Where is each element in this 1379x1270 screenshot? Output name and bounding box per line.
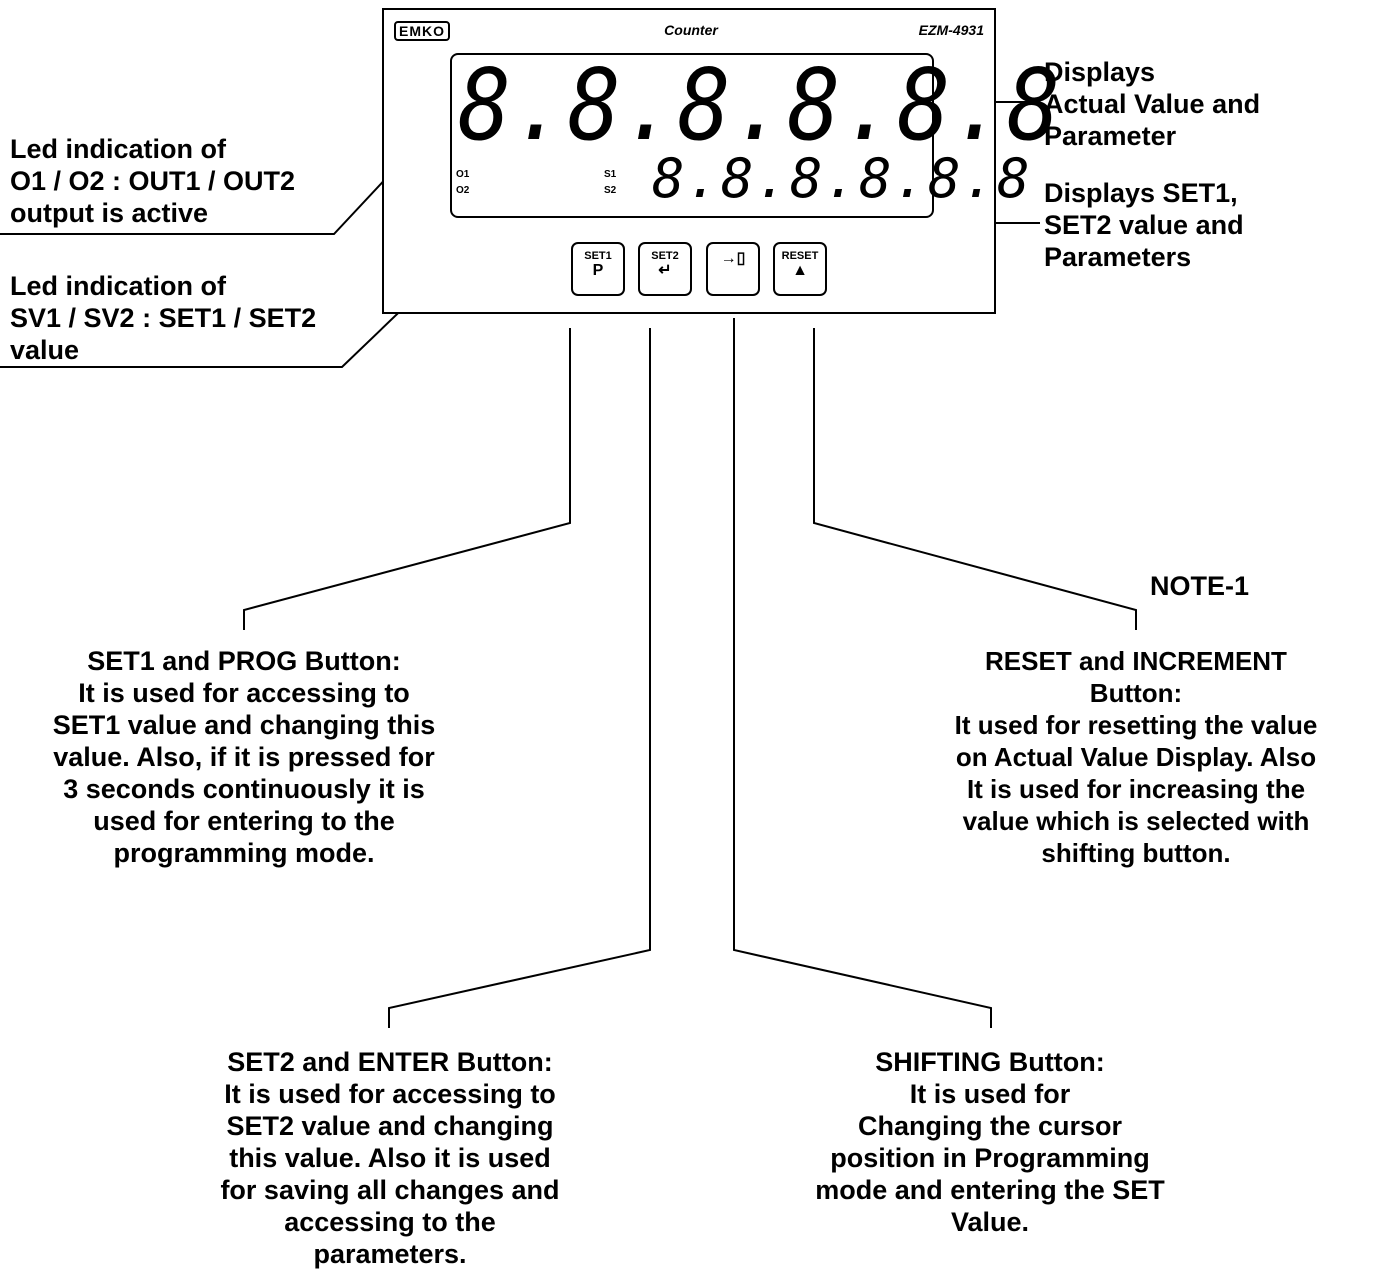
leader-set2	[388, 328, 651, 1028]
prog-button-label: P	[592, 262, 604, 279]
set2-enter-button[interactable]: SET2 ↵	[638, 242, 692, 296]
led-s1: S1	[604, 169, 617, 180]
set1-button-label: SET1	[584, 250, 612, 262]
leader-shift	[733, 318, 992, 1028]
main-display-label: Displays Actual Value and Parameter	[1044, 57, 1261, 151]
led-sv-label: Led indication of SV1 / SV2 : SET1 / SET…	[10, 271, 317, 365]
reset-description: RESET and INCREMENT Button: It used for …	[954, 646, 1318, 868]
set2-button-label: SET2	[651, 250, 679, 262]
leader-reset	[813, 328, 1137, 630]
device-model: EZM-4931	[918, 22, 984, 38]
sub-display-label: Displays SET1, SET2 value and Parameters	[1044, 178, 1244, 272]
leader-set1	[243, 328, 571, 630]
reset-button-label: RESET	[781, 250, 819, 262]
increment-icon: ▲	[792, 262, 808, 279]
sub-display: 8.8.8.8.8.8	[652, 147, 1032, 210]
shift-description: SHIFTING Button: It is used for Changing…	[815, 1047, 1165, 1237]
led-s2: S2	[604, 185, 617, 196]
set1-description: SET1 and PROG Button: It is used for acc…	[52, 646, 436, 868]
display-window: 8.8.8.8.8.8 O1 O2 S1 S2 8.8.8.8.8.8	[450, 49, 1060, 218]
led-o1: O1	[456, 169, 470, 180]
reset-increment-button[interactable]: RESET ▲	[773, 242, 827, 296]
note-label: NOTE-1	[1150, 571, 1250, 601]
shift-icon: →▯	[720, 250, 746, 267]
device-title: Counter	[664, 22, 718, 38]
set1-prog-button[interactable]: SET1 P	[571, 242, 625, 296]
main-display: 8.8.8.8.8.8	[458, 49, 1062, 163]
enter-icon: ↵	[658, 262, 672, 279]
emko-logo: EMKO	[394, 21, 450, 41]
led-o2: O2	[456, 185, 470, 196]
counter-device: EMKO Counter EZM-4931 8.8.8.8.8.8 O1 O2 …	[382, 8, 1060, 314]
shift-button[interactable]: →▯	[706, 242, 760, 296]
led-out-label: Led indication of O1 / O2 : OUT1 / OUT2 …	[10, 134, 296, 228]
set2-description: SET2 and ENTER Button: It is used for ac…	[220, 1047, 560, 1269]
